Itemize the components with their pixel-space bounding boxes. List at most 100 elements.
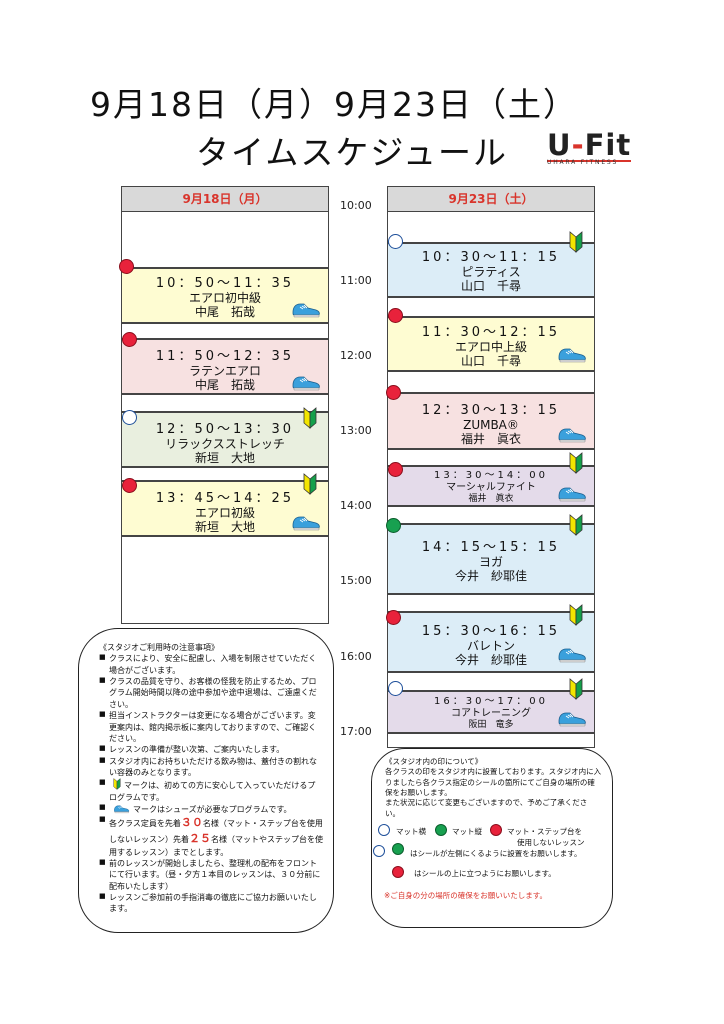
notes-item-shoe: マークはシューズが必要なプログラムです。 (99, 803, 323, 815)
class-time: 13：45～14：25 (155, 491, 295, 506)
time-label: 11:00 (340, 274, 372, 287)
capacity-text: 名様（マットやステップ台を使用するレッスン）までとします。 (109, 835, 323, 857)
class-instructor: 福井 眞衣 (460, 432, 521, 447)
notes2-body: 各クラスの印をスタジオ内に設置しております。スタジオ内に入りましたら各クラス指定… (385, 767, 602, 798)
capacity-text: 名様（マット・ステップ台を使用しないレッスン）先着 (109, 819, 323, 844)
shoe-icon (557, 644, 587, 664)
notes-item-beginner: マークは、初めての方に安心して入っていただけるプログラムです。 (99, 778, 323, 803)
class-time: 12：50～13：30 (155, 422, 295, 437)
time-label: 17:00 (340, 725, 372, 738)
green-dot-icon (386, 518, 401, 533)
capacity-number: ３０ (180, 816, 203, 830)
class-name: エアロ中上級 (454, 340, 527, 355)
class-card[interactable]: 16：30～17：00 コアトレーニング 阪田 竜多 (388, 690, 594, 734)
class-name: リラックスストレッチ (165, 437, 285, 452)
time-label: 14:00 (340, 499, 372, 512)
class-name: コアトレーニング (451, 707, 531, 719)
schedule-column-sep18: 9月18日（月） 10：50～11：35 エアロ初中級 中尾 拓哉 11：50～… (121, 186, 329, 624)
red-dot-icon (490, 824, 502, 836)
class-card[interactable]: 13：30～14：00 マーシャルファイト 福井 眞衣 (388, 465, 594, 507)
class-instructor: 阪田 竜多 (468, 719, 514, 730)
notes-title: 《スタジオご利用時の注意事項》 (99, 643, 219, 652)
time-label: 13:00 (340, 424, 372, 437)
notes-item: 前のレッスンが開始しましたら、整理札の配布をフロントにて行います。（昼・夕方１本… (99, 858, 323, 892)
class-time: 11：30～12：15 (421, 325, 561, 340)
notes-item: クラスにより、安全に配慮し、入場を制限させていただく場合がございます。 (99, 653, 323, 676)
class-instructor: 中尾 拓哉 (194, 305, 255, 320)
beginner-mark-icon (569, 604, 583, 626)
notes-item: クラスの品質を守り、お客様の怪我を防止するため、プログラム開始時間以降の途中参加… (99, 676, 323, 710)
ufit-logo: U-Fit UHARA FITNESS (547, 128, 637, 166)
class-name: ラテンエアロ (188, 364, 261, 379)
class-time: 13：30～14：00 (434, 470, 548, 481)
class-name: エアロ初中級 (188, 291, 261, 306)
legend-no-mat-1: マット・ステップ台を (507, 827, 582, 836)
class-time: 10：50～11：35 (155, 276, 295, 291)
time-label: 16:00 (340, 650, 372, 663)
class-instructor: 新垣 大地 (194, 520, 255, 535)
red-dot-icon (122, 332, 137, 347)
time-label: 10:00 (340, 199, 372, 212)
beginner-mark-icon (569, 452, 583, 474)
class-card[interactable]: 12：50～13：30 リラックスストレッチ 新垣 大地 (122, 411, 328, 468)
red-dot-icon (122, 478, 137, 493)
class-instructor: 新垣 大地 (194, 451, 255, 466)
notes2-body: また状況に応じて変更もございますので、予めご了承ください。 (385, 798, 588, 818)
notes2-title: 《スタジオ内の印について》 (385, 757, 483, 766)
studio-marks-notes: 《スタジオ内の印について》 各クラスの印をスタジオ内に設置しております。スタジオ… (371, 748, 613, 928)
red-dot-icon (388, 462, 403, 477)
shoe-icon (291, 512, 321, 532)
class-instructor: 中尾 拓哉 (194, 378, 255, 393)
white-dot-icon (388, 681, 403, 696)
class-card[interactable]: 11：50～12：35 ラテンエアロ 中尾 拓哉 (122, 338, 328, 395)
class-instructor: 今井 紗耶佳 (454, 569, 527, 584)
class-card[interactable]: 11：30～12：15 エアロ中上級 山口 千尋 (388, 316, 594, 372)
shoe-icon (557, 708, 587, 728)
beginner-mark-icon (569, 514, 583, 536)
shoe-icon (113, 803, 130, 814)
class-instructor: 山口 千尋 (460, 279, 521, 294)
white-dot-icon (122, 410, 137, 425)
shoe-icon (557, 483, 587, 503)
capacity-number: ２５ (189, 832, 211, 845)
logo-dash: - (571, 128, 585, 162)
shoe-icon (557, 344, 587, 364)
class-name: バレトン (466, 639, 515, 654)
logo-fit: Fit (584, 128, 632, 162)
white-dot-icon (388, 234, 403, 249)
class-name: ZUMBA® (463, 418, 519, 433)
beginner-mark-icon (303, 407, 317, 429)
class-name: ピラティス (461, 265, 521, 280)
class-card[interactable]: 13：45～14：25 エアロ初級 新垣 大地 (122, 480, 328, 537)
legend-top: はシールの上に立つようにお願いします。 (414, 869, 556, 878)
notes-item: レッスンの準備が整い次第、ご案内いたします。 (99, 744, 323, 755)
time-label: 12:00 (340, 349, 372, 362)
red-dot-icon (388, 308, 403, 323)
class-card[interactable]: 10：30～11：15 ピラティス 山口 千尋 (388, 242, 594, 298)
notes-item-capacity: 各クラス定員を先着３０名様（マット・ステップ台を使用しないレッスン）先着２５名様… (99, 815, 323, 858)
page-title-schedule: タイムスケジュール (196, 133, 509, 172)
class-name: ヨガ (478, 555, 503, 570)
green-dot-icon (435, 824, 447, 836)
column-header-sep18: 9月18日（月） (122, 187, 328, 212)
logo-subtitle: UHARA FITNESS (547, 158, 619, 166)
class-time: 12：30～13：15 (421, 403, 561, 418)
class-instructor: 福井 眞衣 (468, 493, 514, 504)
mark-note: マークは、初めての方に安心して入っていただけるプログラムです。 (109, 781, 316, 802)
white-dot-icon (373, 845, 385, 857)
class-name: マーシャルファイト (446, 481, 536, 493)
class-name: エアロ初級 (194, 506, 255, 521)
white-dot-icon (378, 824, 390, 836)
class-card[interactable]: 10：50～11：35 エアロ初中級 中尾 拓哉 (122, 267, 328, 324)
notes-item: 担当インストラクターは変更になる場合がございます。変更案内は、館内掲示板に案内し… (99, 710, 323, 744)
notes2-footer: ※ご自身の分の場所の確保をお願いいたします。 (384, 891, 548, 900)
red-dot-icon (392, 866, 404, 878)
legend-left: はシールが左側にくるように設置をお願いします。 (410, 849, 582, 858)
class-card[interactable]: 14：15～15：15 ヨガ 今井 紗耶佳 (388, 523, 594, 595)
red-dot-icon (386, 385, 401, 400)
time-label: 15:00 (340, 574, 372, 587)
class-card[interactable]: 15：30～16：15 バレトン 今井 紗耶佳 (388, 611, 594, 673)
legend-no-mat-2: 使用しないレッスン (517, 838, 585, 847)
beginner-mark-icon (113, 778, 121, 790)
red-dot-icon (386, 610, 401, 625)
